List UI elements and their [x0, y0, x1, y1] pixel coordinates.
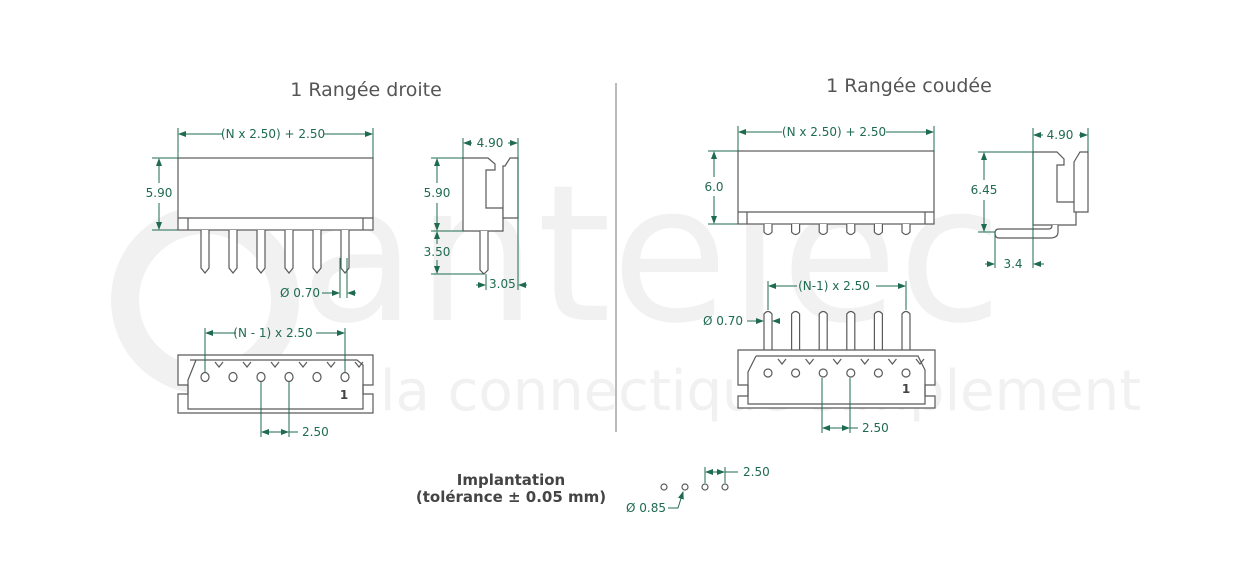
pin-hole [873, 368, 884, 378]
pin [791, 310, 801, 350]
pin-stub [901, 224, 911, 236]
pin [200, 230, 210, 274]
straight-side-view [462, 157, 519, 275]
straight-side-height-label: 5.90 [424, 186, 451, 200]
pin-hole [200, 371, 210, 383]
polarization-notch [270, 361, 280, 368]
angled-title: 1 Rangée coudée [826, 75, 992, 97]
polarization-notch [777, 358, 787, 365]
pin-stub [873, 224, 883, 236]
pin-stub [846, 224, 856, 236]
straight-height-label: 5.90 [146, 186, 173, 200]
pin [312, 230, 322, 274]
pin-stub [818, 224, 828, 236]
angled-side-height-label: 6.45 [971, 183, 998, 197]
pin [284, 230, 294, 274]
straight-pitch-span-label: (N - 1) x 2.50 [233, 326, 312, 340]
pin-hole [284, 371, 294, 383]
pin-hole [228, 371, 238, 383]
footprint-hole [660, 483, 668, 491]
polarization-notch [214, 361, 224, 368]
straight-pin-diameter-label: Ø 0.70 [280, 286, 320, 300]
polarization-notch [805, 358, 815, 365]
pin-hole [790, 368, 801, 378]
angled-side-dims: 4.90 6.45 3.4 [971, 128, 1089, 271]
straight-side-depth-label: 4.90 [477, 136, 504, 150]
pin [763, 310, 773, 350]
angled-pitch-label: 2.50 [862, 421, 889, 435]
pin-hole [256, 371, 266, 383]
polarization-notch [298, 361, 308, 368]
polarization-notch [242, 361, 252, 368]
footprint-title: Implantation [457, 471, 565, 489]
straight-pin1-marker: 1 [340, 388, 348, 402]
pin-stub [763, 224, 773, 236]
angled-side-view [994, 151, 1089, 239]
angled-side-depth-label: 4.90 [1047, 128, 1074, 142]
polarization-notch [860, 358, 870, 365]
straight-pin-offset-label: 3.05 [489, 277, 516, 291]
angled-pin-diameter-label: Ø 0.70 [703, 314, 743, 328]
straight-title: 1 Rangée droite [290, 79, 442, 101]
polarization-notch [915, 358, 925, 365]
footprint-pitch-label: 2.50 [743, 465, 770, 479]
footprint-hole [681, 483, 689, 491]
pin [846, 310, 856, 350]
pin-hole [340, 371, 350, 383]
footprint-dims: 2.50 Ø 0.85 [626, 465, 770, 515]
polarization-notch [354, 361, 364, 368]
pin [256, 230, 266, 274]
straight-front-view [177, 157, 374, 274]
straight-front-dims: (N x 2.50) + 2.50 5.90 Ø 0.70 [146, 127, 374, 300]
polarization-notch [832, 358, 842, 365]
footprint-holes [660, 483, 729, 491]
angled-bottom-dims: (N-1) x 2.50 Ø 0.70 2.50 [703, 279, 907, 435]
straight-side-dims: 4.90 5.90 3.50 3.05 [424, 136, 527, 291]
pin-hole [901, 368, 911, 378]
angled-front-view [737, 150, 935, 236]
angled-length-label: (N x 2.50) + 2.50 [782, 125, 886, 139]
polarization-notch [887, 358, 897, 365]
pin-hole [312, 371, 322, 383]
angled-pitch-span-label: (N-1) x 2.50 [798, 279, 870, 293]
straight-bottom-view: 1 [177, 354, 374, 414]
footprint-hole [721, 483, 729, 491]
angled-bottom-view: 1 [737, 310, 936, 409]
pin [873, 310, 883, 350]
angled-height-label: 6.0 [704, 180, 723, 194]
pin-hole [818, 368, 828, 378]
angled-pin-offset-label: 3.4 [1003, 257, 1022, 271]
footprint-hole-diameter-label: Ø 0.85 [626, 501, 666, 515]
straight-pin-length-label: 3.50 [424, 245, 451, 259]
straight-bottom-dims: (N - 1) x 2.50 2.50 [204, 326, 346, 439]
pin-stub [791, 224, 801, 236]
angled-pin1-marker: 1 [902, 382, 910, 396]
straight-pitch-label: 2.50 [302, 425, 329, 439]
pin-hole [846, 368, 856, 378]
polarization-notch [326, 361, 336, 368]
straight-length-label: (N x 2.50) + 2.50 [221, 127, 325, 141]
footprint-hole [701, 483, 709, 491]
pin [228, 230, 238, 274]
pin [901, 310, 911, 350]
angled-front-dims: (N x 2.50) + 2.50 6.0 [704, 125, 935, 225]
pin-hole [763, 368, 773, 378]
pin [340, 230, 350, 274]
pin [818, 310, 828, 350]
footprint-tolerance: (tolérance ± 0.05 mm) [416, 488, 606, 506]
